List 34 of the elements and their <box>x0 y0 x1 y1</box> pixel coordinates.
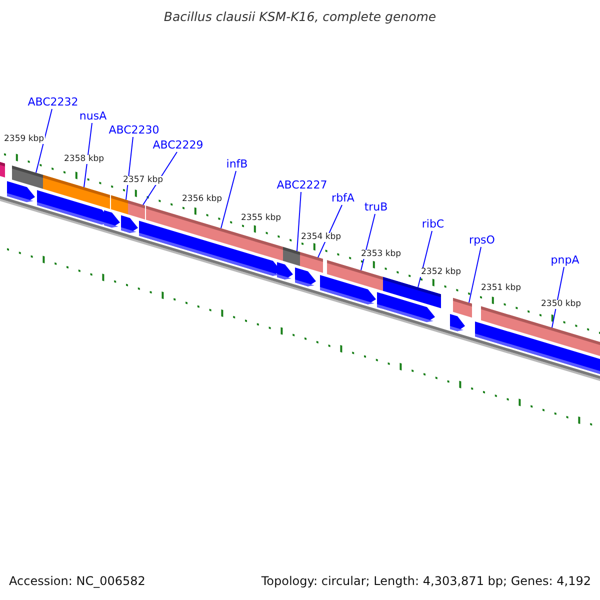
scale-label: 2353 kbp <box>360 250 402 258</box>
gene-bar <box>128 200 145 220</box>
scale-label: 2359 kbp <box>3 135 46 144</box>
gene-label: ABC2227 <box>276 180 328 190</box>
leader-line <box>126 136 134 200</box>
gene-label: pnpA <box>550 254 580 266</box>
scale-label: 2356 kbp <box>181 195 224 204</box>
leader-line <box>220 170 236 229</box>
gene-bar <box>300 252 323 273</box>
gene-label: truB <box>364 202 388 212</box>
gene-label: infB <box>226 158 248 170</box>
gene-bar <box>283 246 300 266</box>
scale-label: 2358 kbp <box>63 155 106 164</box>
gene-label: rbfA <box>332 192 354 204</box>
leader-line <box>36 108 52 174</box>
gene-label: nusA <box>79 110 107 122</box>
gene-bar <box>111 195 128 214</box>
gene-label: ABC2230 <box>108 124 160 136</box>
scale-label: 2355 kbp <box>240 214 282 222</box>
gene-bar <box>453 298 472 318</box>
scale-label: 2350 kbp <box>540 300 582 308</box>
gene-label: rpsO <box>469 234 495 246</box>
title: Bacillus clausii KSM-K16, complete genome <box>162 11 438 24</box>
accession-label: Accession: NC_006582 <box>9 575 146 587</box>
scale-label: 2352 kbp <box>420 268 462 276</box>
gene-label: ABC2229 <box>152 140 204 150</box>
genome-info-label: Topology: circular; Length: 4,303,871 bp; Genes: 4,192 <box>261 575 591 587</box>
scale-label: 2357 kbp <box>122 176 164 184</box>
scale-label: 2354 kbp <box>300 233 342 242</box>
gene-label: ABC2232 <box>28 96 78 108</box>
leader-line <box>296 192 302 252</box>
scale-label: 2351 kbp <box>480 284 522 292</box>
leader-line <box>418 230 432 288</box>
gene-label: ribC <box>422 218 444 230</box>
